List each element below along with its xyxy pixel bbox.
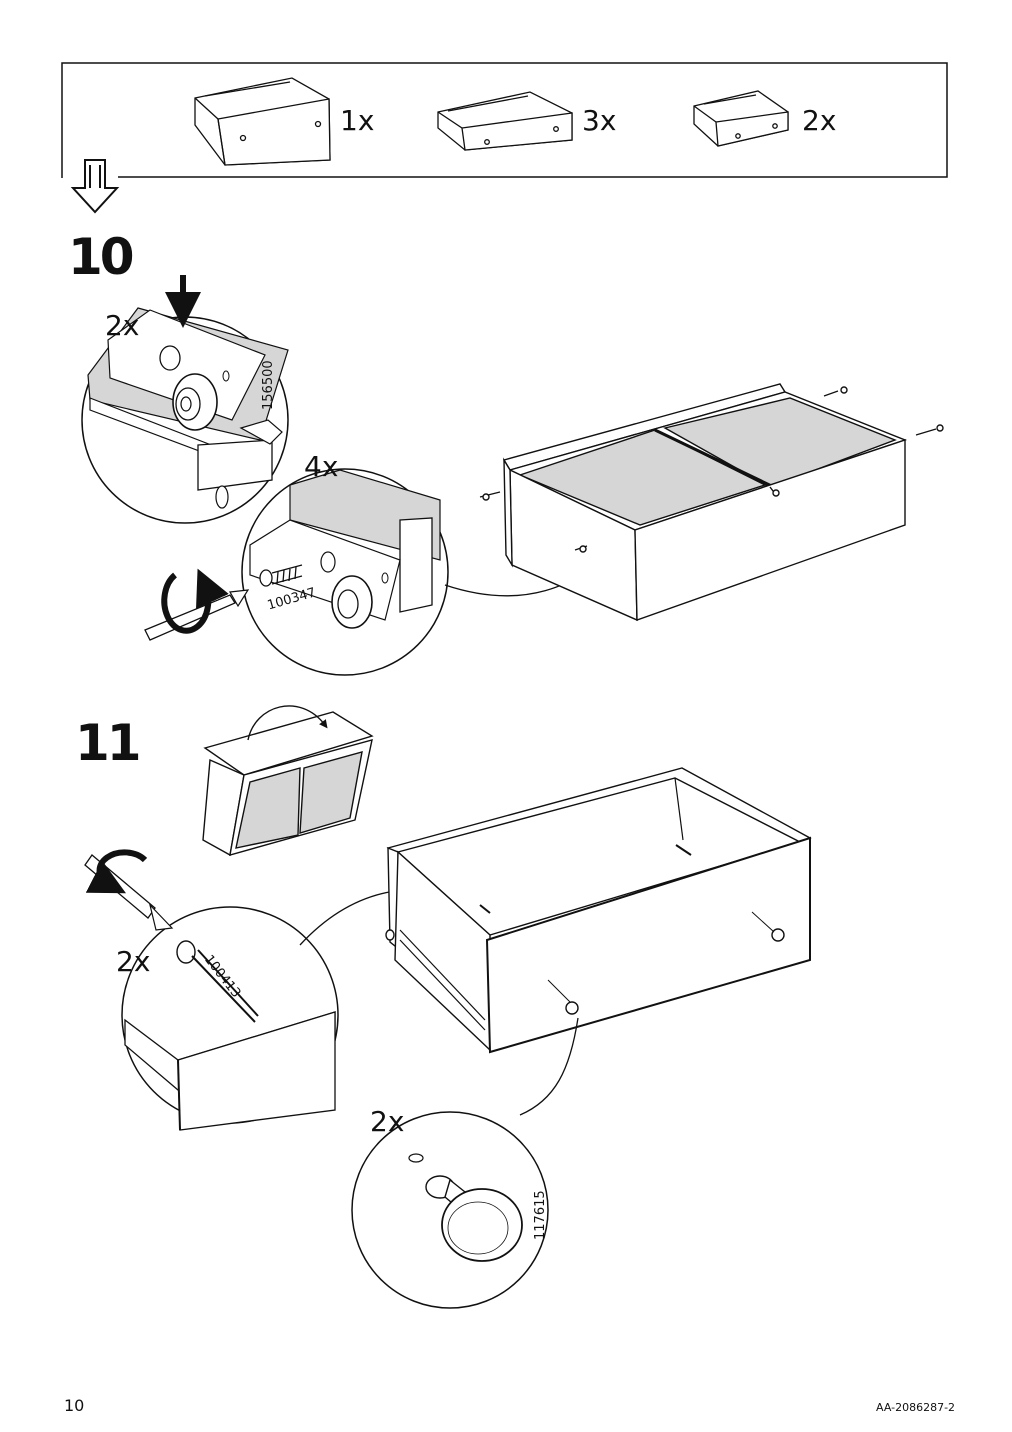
step10-rail-qty: 2x [105, 309, 140, 342]
step11-knob-qty: 2x [370, 1105, 405, 1138]
step11-knob-part-number: 117615 [533, 1190, 548, 1240]
large-drawer-icon [194, 77, 331, 166]
step-11-number: 11 [75, 714, 142, 772]
step11-screw-qty: 2x [116, 945, 151, 978]
slide-rail-detail-circle [81, 275, 289, 524]
drawer-bottom-view-step10 [479, 383, 944, 622]
flip-drawer-illustration [202, 705, 374, 857]
large-drawer-qty: 1x [340, 104, 375, 137]
page-number: 10 [64, 1396, 85, 1415]
back-panel-screw-detail-circle [84, 849, 339, 1131]
step10-rail-part-number: 156500 [261, 360, 276, 410]
small-drawer-icon [693, 90, 789, 147]
knob-detail-circle [351, 1111, 549, 1309]
flow-down-arrow [70, 159, 120, 214]
medium-drawer-icon [437, 91, 573, 151]
drawer-front-view-step11 [385, 767, 812, 1054]
header-parts-box [61, 62, 948, 178]
step-10-number: 10 [68, 228, 135, 286]
step10-screw-qty: 4x [304, 450, 339, 483]
screw-install-detail-circle [144, 468, 449, 676]
medium-drawer-qty: 3x [582, 104, 617, 137]
document-code: AA-2086287-2 [876, 1401, 956, 1414]
small-drawer-qty: 2x [802, 104, 837, 137]
